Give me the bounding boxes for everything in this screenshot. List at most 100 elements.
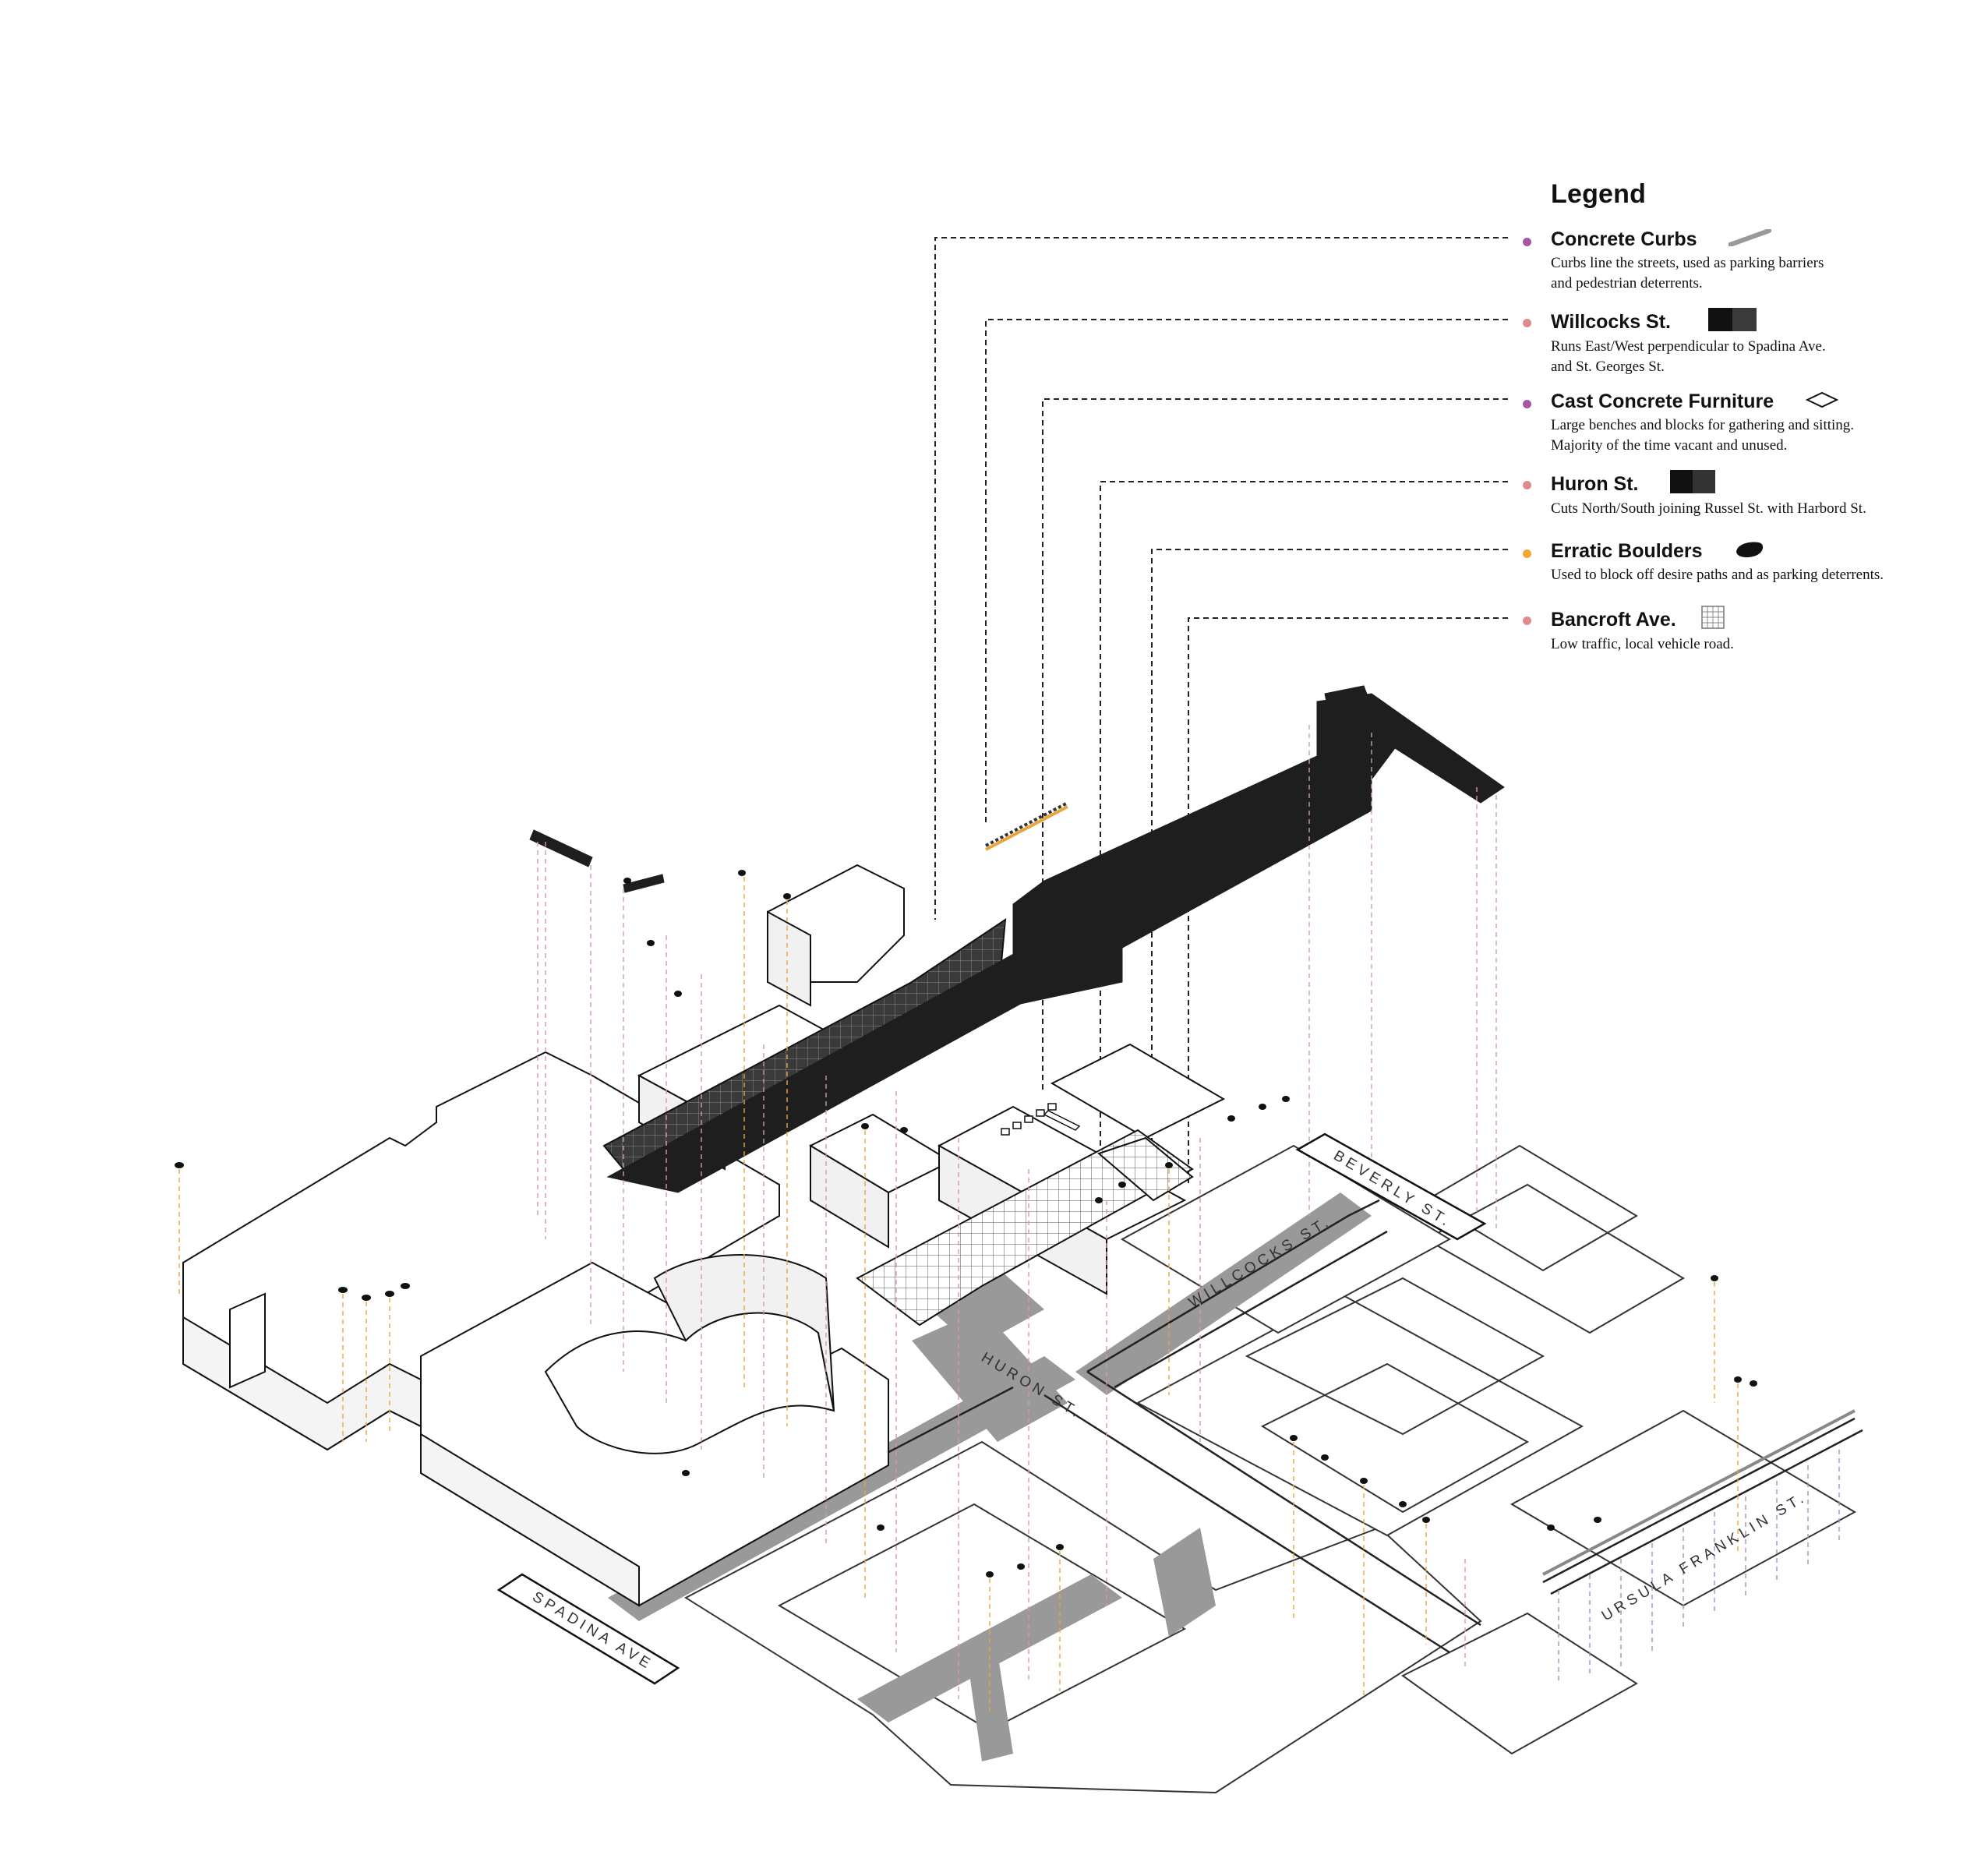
bench-3 xyxy=(1024,1115,1033,1123)
boulder xyxy=(1165,1162,1173,1168)
curb-ursula xyxy=(1542,1409,1856,1576)
legend-item-name: Erratic Boulders xyxy=(1551,540,1703,562)
footprint-east-3 xyxy=(1424,1183,1685,1334)
legend-leader-lines xyxy=(934,237,1508,1185)
boulder xyxy=(1750,1380,1757,1387)
boulder xyxy=(623,878,631,884)
bench-1 xyxy=(1001,1128,1010,1136)
leader-curbs xyxy=(934,237,1508,920)
huron-dark-block xyxy=(1012,864,1123,1006)
boulder xyxy=(682,1470,690,1476)
legend-item-bancroft: Bancroft Ave. Low traffic, local vehicle… xyxy=(1523,606,1972,668)
willcocks-swatch-icon xyxy=(1708,308,1757,335)
building-west-bay xyxy=(229,1292,266,1389)
leader-boulders xyxy=(1151,549,1508,1165)
beverly-plate xyxy=(1295,1132,1487,1241)
legend-item-desc: Large benches and blocks for gathering a… xyxy=(1551,417,1855,454)
legend-dot xyxy=(1523,617,1531,625)
bench-long xyxy=(1043,1110,1081,1131)
boulder xyxy=(1422,1517,1430,1523)
huron-grey-corner xyxy=(912,1309,1068,1442)
boulder xyxy=(1734,1376,1742,1383)
road-bar-1 xyxy=(529,829,593,867)
boulder xyxy=(1711,1275,1718,1281)
leader-bancroft xyxy=(1188,617,1508,1185)
boulder xyxy=(738,870,746,876)
legend: Legend Concrete Curbs Curbs line the str… xyxy=(1523,179,1972,668)
bench-4 xyxy=(1036,1109,1045,1117)
willcocks-sidewalk xyxy=(1075,1192,1372,1395)
footprint-east-1 xyxy=(1135,1292,1584,1537)
footprint-se xyxy=(1401,1612,1638,1755)
boulder xyxy=(1118,1182,1126,1188)
street-plates xyxy=(496,1132,1487,1685)
boulder xyxy=(783,893,791,899)
boulder xyxy=(338,1287,348,1293)
boulder xyxy=(1594,1517,1601,1523)
boulder xyxy=(175,1162,184,1168)
grid-swatch-icon xyxy=(1701,606,1725,633)
legend-item-name: Huron St. xyxy=(1551,472,1639,495)
legend-item-erratic-boulders: Erratic Boulders Used to block off desir… xyxy=(1523,539,1972,606)
ursula-curb-1 xyxy=(1542,1417,1856,1584)
building-tower-wall xyxy=(767,910,811,1007)
boulder xyxy=(1321,1454,1329,1461)
curb-dark xyxy=(985,801,1068,847)
boulder xyxy=(362,1295,371,1301)
boulder xyxy=(1017,1563,1025,1570)
projection-lines xyxy=(178,725,1840,1715)
willcocks-street-edge-2 xyxy=(1114,1230,1388,1389)
legend-item-name: Concrete Curbs xyxy=(1551,228,1697,250)
projection-purple xyxy=(1558,1450,1840,1684)
bench-5 xyxy=(1047,1103,1057,1111)
legend-item-desc: Runs East/West perpendicular to Spadina … xyxy=(1551,338,1826,375)
erratic-boulders xyxy=(175,870,1757,1578)
huron-swatch-icon xyxy=(1669,470,1715,497)
boulder xyxy=(1360,1478,1368,1484)
legend-dot xyxy=(1523,481,1531,489)
boulder xyxy=(1095,1197,1103,1203)
boulder xyxy=(385,1291,394,1297)
courtyard-wall xyxy=(653,1254,835,1411)
concrete-furniture xyxy=(1001,1103,1081,1136)
legend-item-concrete-curbs: Concrete Curbs Curbs line the streets, u… xyxy=(1523,227,1972,308)
legend-item-willcocks: Willcocks St. Runs East/West perpendicul… xyxy=(1523,308,1972,389)
boulder xyxy=(900,1127,908,1133)
legend-item-name: Willcocks St. xyxy=(1551,310,1671,333)
boulder xyxy=(1227,1115,1235,1122)
building-mid-1-wall xyxy=(810,1144,889,1249)
legend-item-desc: Used to block off desire paths and as pa… xyxy=(1551,567,1884,583)
boulder xyxy=(1399,1501,1407,1507)
footprint-east-2 xyxy=(1245,1277,1545,1436)
legend-item-name: Bancroft Ave. xyxy=(1551,608,1676,631)
building-south-front xyxy=(420,1433,640,1607)
south-walk-3 xyxy=(1153,1528,1216,1637)
boulder xyxy=(877,1525,885,1531)
ursula-curb-2 xyxy=(1550,1429,1863,1595)
boulder xyxy=(647,940,655,946)
legend-dot xyxy=(1523,400,1531,408)
building-ne-top xyxy=(1050,1043,1226,1139)
boulder-swatch-icon xyxy=(1734,539,1765,564)
boulder xyxy=(1259,1104,1266,1110)
bancroft-grid-east xyxy=(1097,1136,1194,1202)
curb-elements xyxy=(985,801,1856,1576)
footprint-ne xyxy=(1425,1144,1638,1272)
boulder xyxy=(986,1571,994,1578)
legend-item-name: Cast Concrete Furniture xyxy=(1551,390,1774,412)
leader-furniture xyxy=(1042,398,1508,1091)
legend-item-huron: Huron St. Cuts North/South joining Russe… xyxy=(1523,470,1972,539)
boulder xyxy=(1547,1525,1555,1531)
huron-street-edge-1 xyxy=(1043,1394,1450,1654)
diamond-swatch-icon xyxy=(1805,391,1838,412)
willcocks-street-edge-1 xyxy=(1086,1199,1380,1373)
willcocks-dark-road xyxy=(529,685,1505,1193)
building-south-courtyard xyxy=(420,1254,889,1607)
legend-item-desc: Cuts North/South joining Russel St. with… xyxy=(1551,500,1866,517)
road-bar-2 xyxy=(623,874,665,893)
curb-swatch-icon xyxy=(1728,228,1772,250)
boulder xyxy=(861,1123,869,1129)
legend-title: Legend xyxy=(1551,179,1647,209)
legend-item-desc: Low traffic, local vehicle road. xyxy=(1551,636,1734,652)
